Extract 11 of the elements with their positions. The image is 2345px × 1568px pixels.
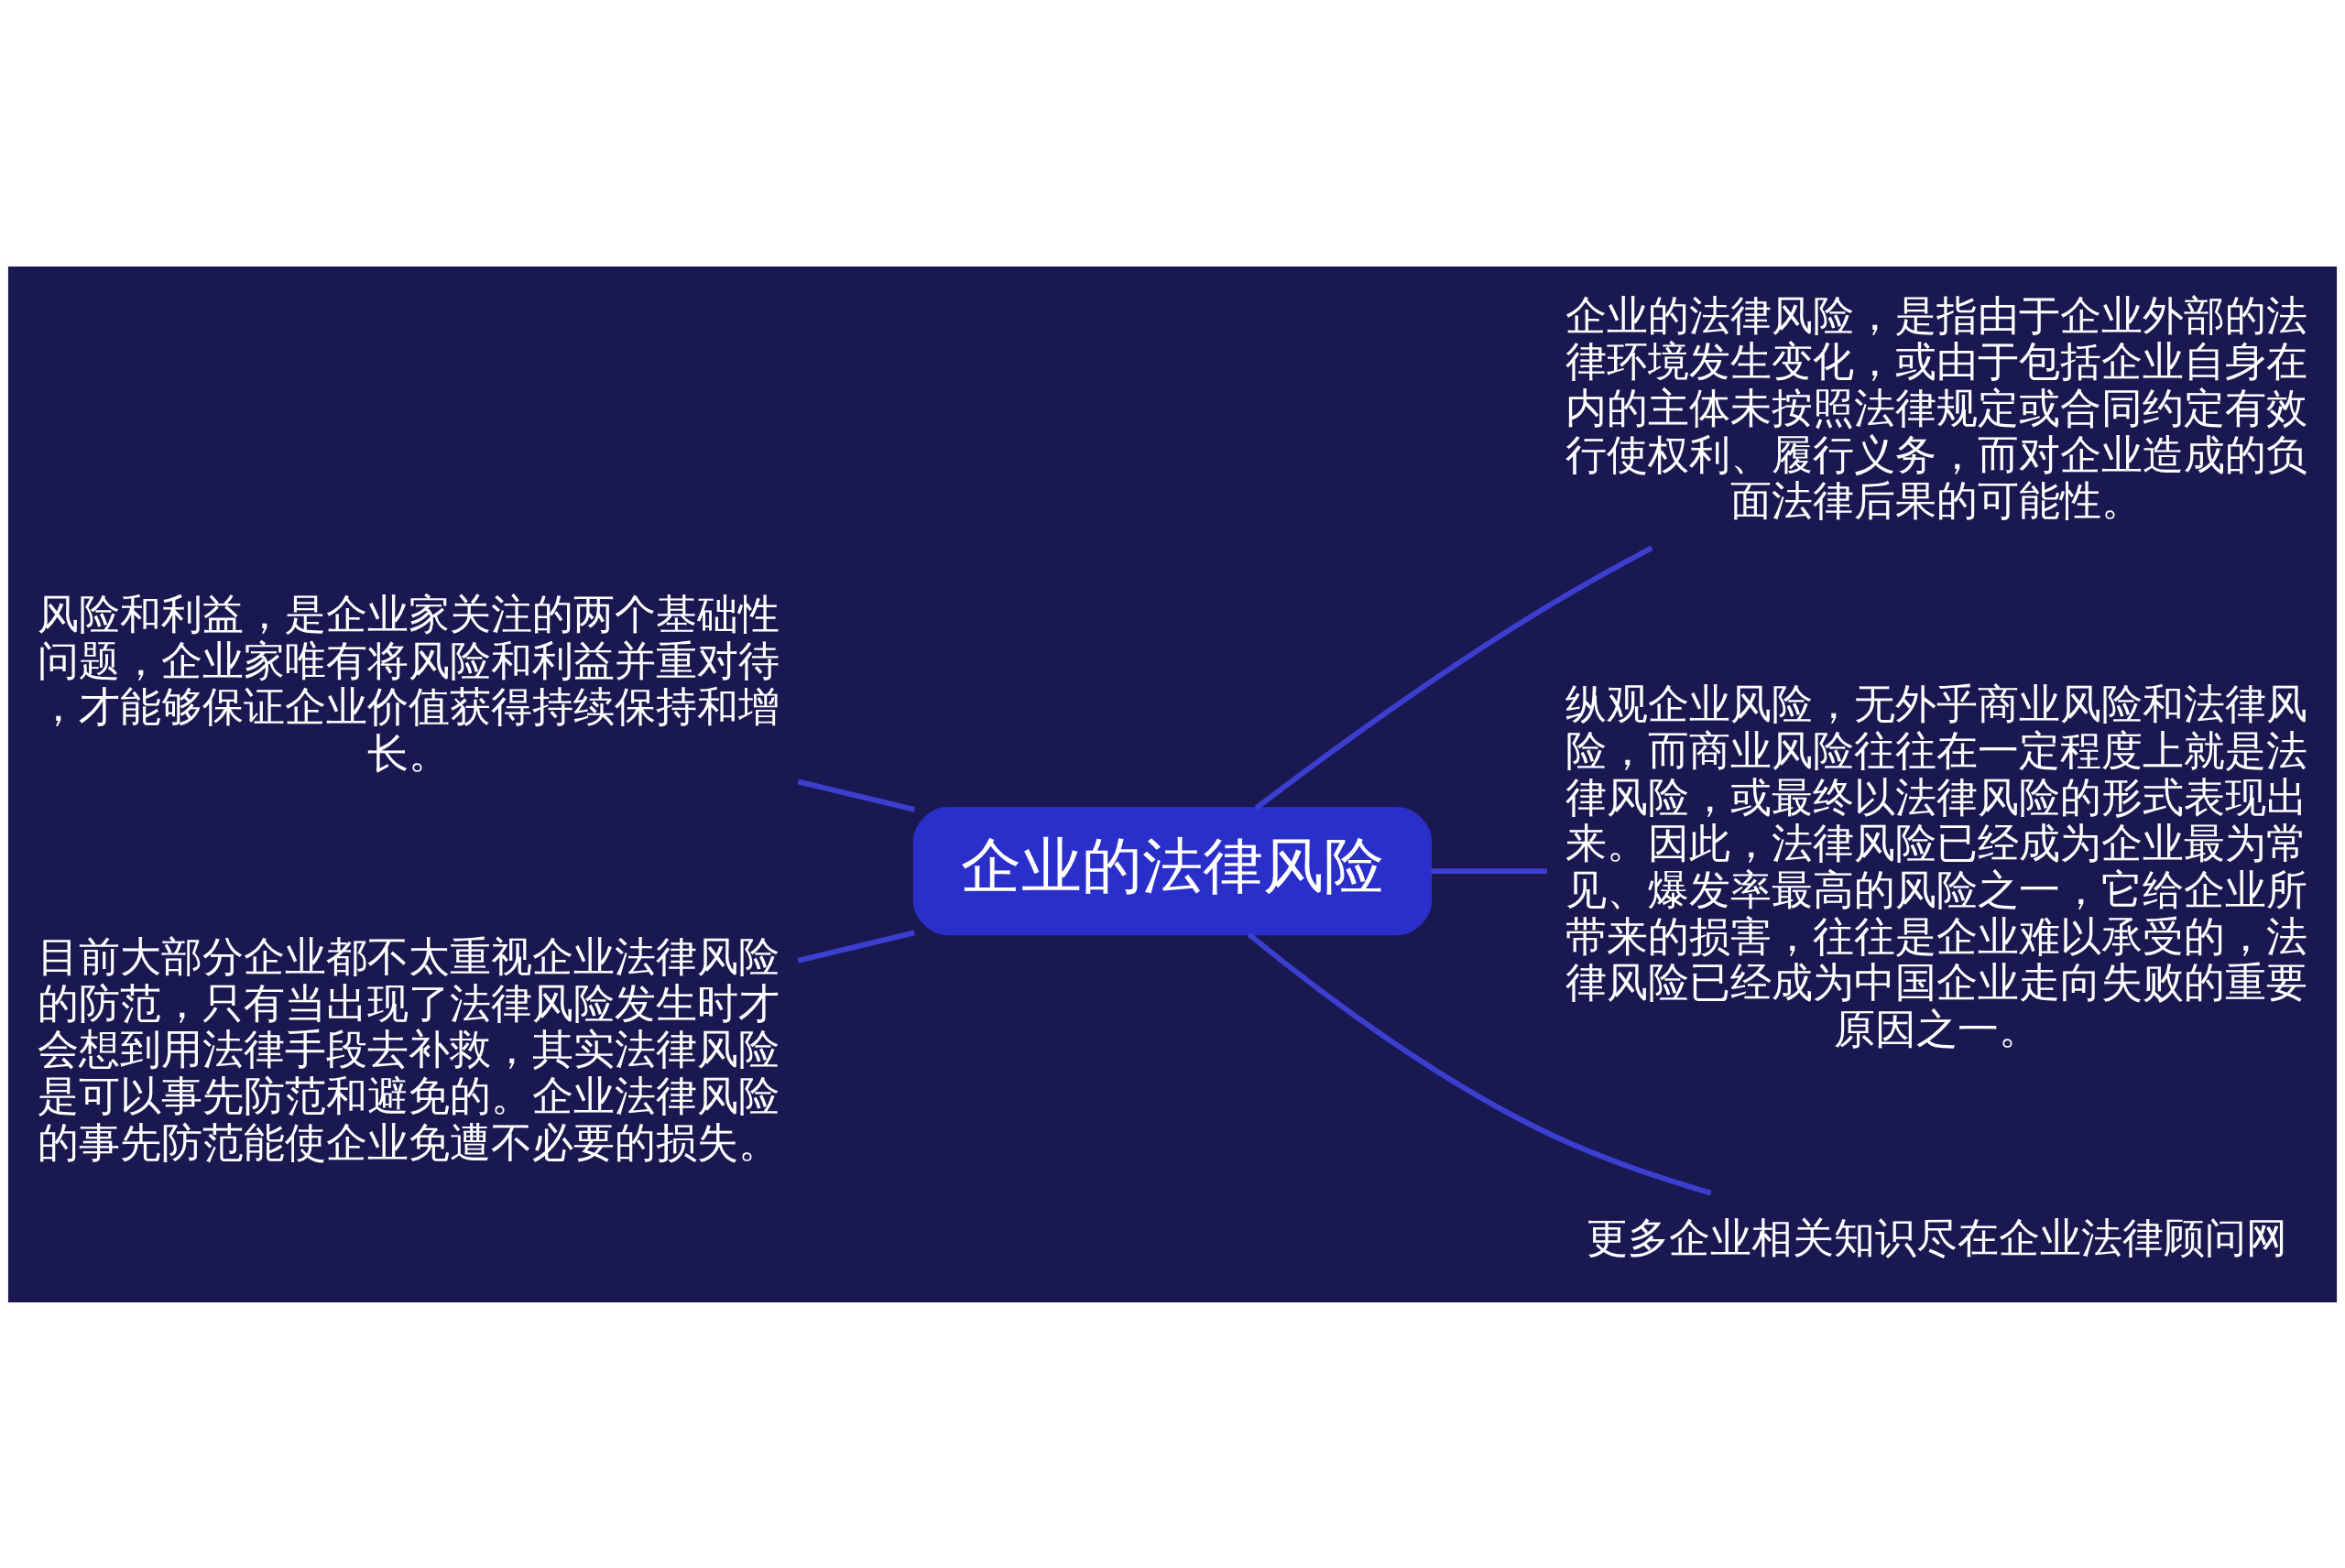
connector: [1247, 931, 1712, 1195]
node-text: 企业的法律风险，是指由于企业外部的法律环境发生变化，或由于包括企业自身在内的主体未按照法律规定或合同约定有效行使权利、履行义务，而对企业造成的负面法律后果的可能性。: [1565, 291, 2308, 525]
node-text: 更多企业相关知识尽在企业法律顾问网: [1586, 1214, 2287, 1262]
node-text: 纵观企业风险，无外乎商业风险和法律风险，而商业风险往往在一定程度上就是法律风险，或最终以法律风险的形式表现出来。因此，法律风险已经成为企业最为常见、爆发率最高的风险之一，它给企业所带来的损害，往往是企业难以承受的，法律风险已经成为中国企业走向失败的重要原因之一。: [1565, 680, 2308, 1053]
connector: [1254, 545, 1653, 811]
node-box: 企业的法律风险: [912, 806, 1433, 935]
connector: [797, 778, 915, 812]
connector: [1431, 867, 1547, 874]
node-text: 风险和利益，是企业家关注的两个基础性问题，企业家唯有将风险和利益并重对待，才能够保证企业价值获得持续保持和增长。: [37, 590, 780, 778]
connector: [797, 929, 915, 964]
node-text: 目前大部分企业都不太重视企业法律风险的防范，只有当出现了法律风险发生时才会想到用法律手段去补救，其实法律风险是可以事先防范和避免的。企业法律风险的事先防范能使企业免遭不必要的损失。: [37, 932, 780, 1167]
